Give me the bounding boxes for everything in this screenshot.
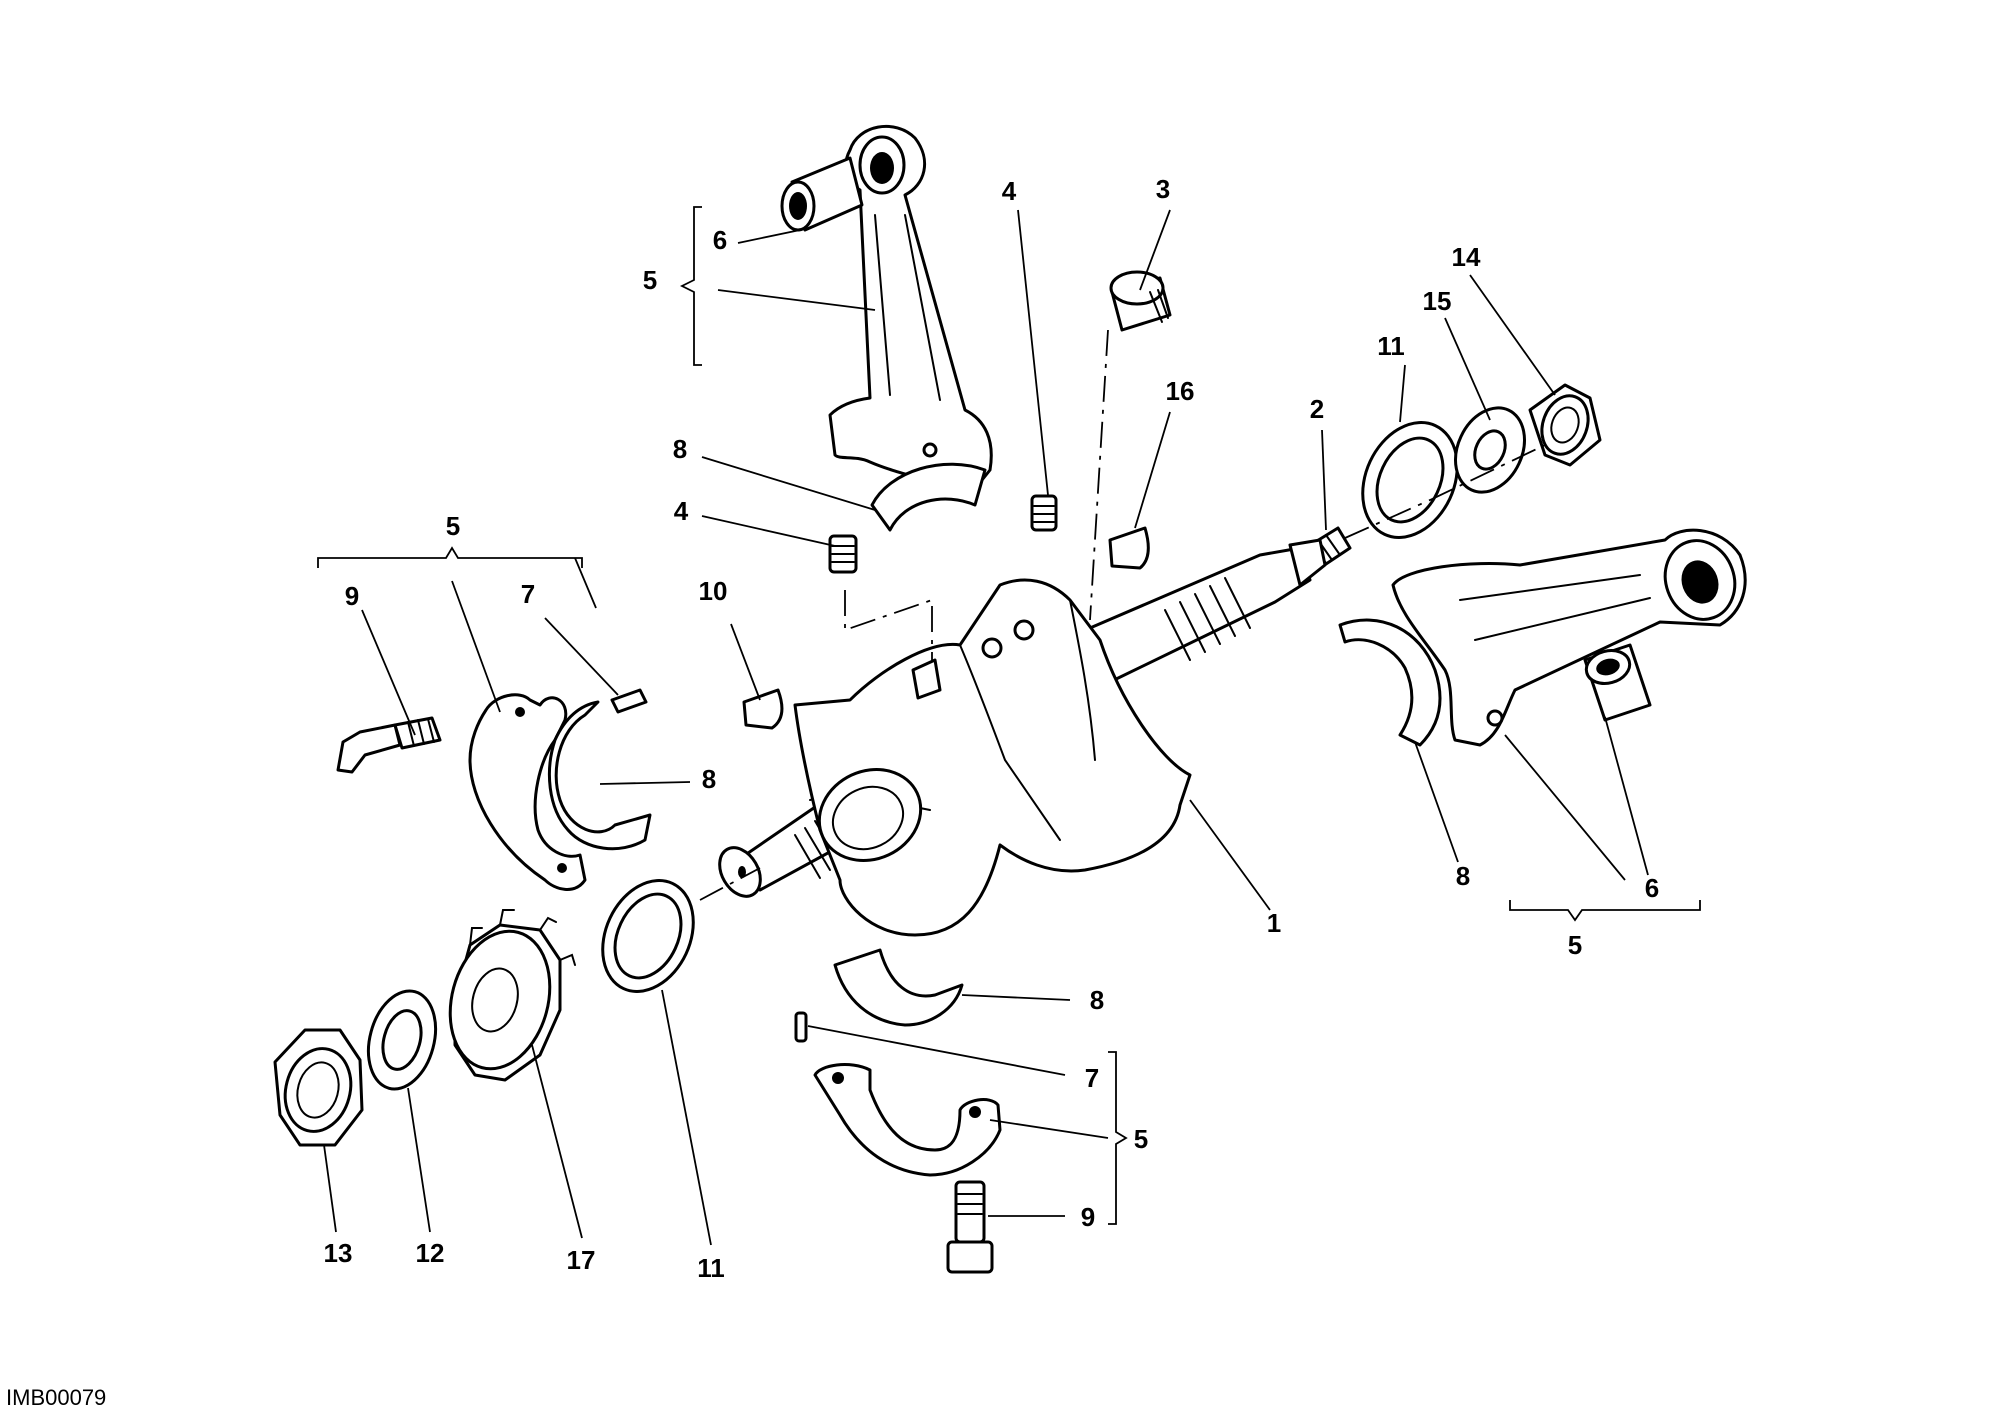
callout-8-bottom: 8 — [1090, 985, 1104, 1015]
grub-screw-mid — [828, 534, 858, 574]
callout-labels: 6 5 4 3 14 15 11 16 2 8 4 5 9 7 10 8 1 8… — [324, 174, 1660, 1283]
right-small-end-bushing — [1583, 643, 1652, 722]
callout-8-left: 8 — [702, 764, 716, 794]
nut-right — [1528, 383, 1602, 467]
right-connecting-rod — [1391, 528, 1747, 747]
callout-17: 17 — [567, 1245, 596, 1275]
nut-left — [273, 1028, 364, 1147]
callout-11-right: 11 — [1377, 331, 1405, 361]
callout-5-left: 5 — [446, 511, 460, 541]
callout-4-upper: 4 — [1002, 176, 1017, 206]
callout-2: 2 — [1310, 394, 1324, 424]
bottom-dowel-pin — [794, 1011, 808, 1043]
callout-3: 3 — [1156, 174, 1170, 204]
callout-8-right: 8 — [1456, 861, 1470, 891]
bottom-cap-bolt — [946, 1180, 994, 1274]
upper-bearing-shell — [870, 462, 987, 532]
upper-connecting-rod — [828, 124, 993, 497]
callout-5-bottom: 5 — [1134, 1124, 1148, 1154]
callout-13: 13 — [324, 1238, 353, 1268]
thrust-washer-right — [1361, 421, 1459, 539]
callout-5-upper: 5 — [643, 265, 657, 295]
brackets — [317, 206, 1701, 1225]
callout-11-bottom: 11 — [697, 1253, 725, 1283]
callout-7-bottom: 7 — [1085, 1063, 1099, 1093]
callout-8-upper: 8 — [673, 434, 687, 464]
callout-4-mid: 4 — [674, 496, 689, 526]
grub-screw-upper — [1030, 494, 1058, 532]
plug-cap — [1109, 270, 1172, 332]
left-dowel-pin — [610, 688, 648, 714]
timing-gear — [448, 909, 576, 1082]
callout-7-left: 7 — [521, 579, 535, 609]
crankshaft — [718, 538, 1327, 937]
callout-15: 15 — [1423, 286, 1452, 316]
woodruff-key-upper — [1108, 526, 1150, 570]
callout-9-bottom: 9 — [1081, 1202, 1095, 1232]
thrust-washer-left — [601, 879, 695, 993]
lock-washer-left — [366, 989, 438, 1091]
left-bearing-cap — [468, 693, 587, 891]
callout-6-upper: 6 — [713, 225, 727, 255]
bottom-bearing-cap — [813, 1063, 1002, 1177]
leader-lines — [323, 209, 1649, 1246]
woodruff-key-left — [742, 688, 784, 730]
right-bearing-shell — [1338, 618, 1442, 747]
left-cap-bolt — [336, 716, 442, 774]
upper-small-end-bushing — [780, 156, 864, 232]
callout-5-right: 5 — [1568, 930, 1582, 960]
callout-9-left: 9 — [345, 581, 359, 611]
drawing-code: IMB00079 — [6, 1385, 106, 1410]
alignment-axes — [699, 329, 1546, 901]
callout-10: 10 — [699, 576, 728, 606]
callout-14: 14 — [1452, 242, 1481, 272]
left-bearing-shell — [547, 700, 652, 851]
callout-6-right: 6 — [1645, 873, 1659, 903]
bottom-bearing-shell — [833, 948, 964, 1027]
callout-12: 12 — [416, 1238, 445, 1268]
lock-washer-right — [1454, 406, 1526, 494]
callout-1: 1 — [1267, 908, 1281, 938]
callout-16: 16 — [1166, 376, 1195, 406]
